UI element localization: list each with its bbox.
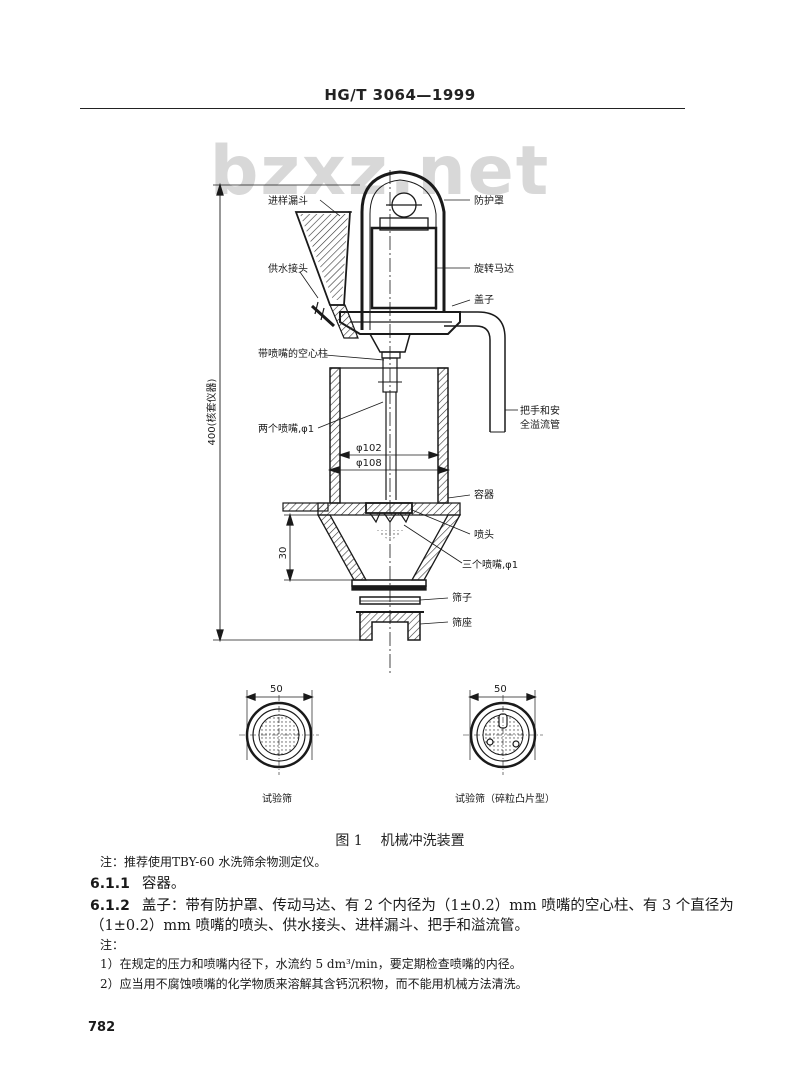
label-dim-50-left: 50	[270, 684, 283, 695]
section-text: 容器。	[141, 876, 186, 892]
label-water-joint: 供水接头	[268, 262, 308, 275]
label-lid: 盖子	[474, 293, 494, 306]
label-container: 容器	[474, 488, 494, 501]
washing-apparatus-diagram: 防护罩 进样漏斗 旋转马达 供水接头 盖子 带喷嘴的空心柱 把手和安 全溢流管 …	[205, 170, 560, 805]
standard-number: HG/T 3064—1999	[324, 86, 476, 104]
section-6-1-2-continued: （1±0.2）mm 喷嘴的喷头、供水接头、进样漏斗、把手和溢流管。	[90, 918, 530, 934]
spray-head	[365, 502, 413, 514]
hollow-column	[382, 357, 398, 393]
protective-cover	[360, 170, 446, 330]
label-handle-overflow-1: 把手和安	[520, 404, 560, 417]
section-number: 6.1.2	[90, 898, 130, 914]
water-joint	[310, 304, 336, 328]
notes-heading: 注：	[100, 938, 125, 952]
section-6-1-1: 6.1.1 容器。	[90, 872, 185, 893]
label-test-sieve: 试验筛	[262, 792, 292, 805]
label-three-nozzles: 三个喷嘴,φ1	[462, 559, 518, 571]
sieve-seat	[359, 611, 421, 641]
label-two-nozzles: 两个喷嘴,φ1	[258, 423, 314, 435]
label-protective-cover: 防护罩	[474, 194, 504, 207]
figure-caption: 图 1 机械冲洗装置	[0, 830, 800, 850]
watermark-logo: bzxz.net	[209, 132, 551, 211]
test-sieve-left	[239, 690, 319, 775]
section-6-1-2: 6.1.2 盖子：带有防护罩、传动马达、有 2 个内径为（1±0.2）mm 喷嘴的…	[90, 894, 734, 915]
note-item-2: 2）应当用不腐蚀喷嘴的化学物质来溶解其含钙沉积物，而不能用机械方法清洗。	[100, 977, 528, 991]
note-recommended-instrument: 注：推荐使用TBY-60 水洗筛余物测定仪。	[100, 855, 327, 869]
label-sample-funnel: 进样漏斗	[268, 194, 308, 207]
label-sieve-seat: 筛座	[452, 616, 472, 629]
rotating-motor	[370, 226, 438, 310]
label-sieve: 筛子	[452, 591, 472, 604]
label-rotating-motor: 旋转马达	[474, 262, 514, 275]
label-dia-inner: φ102	[356, 443, 382, 454]
label-handle-overflow-2: 全溢流管	[520, 418, 560, 431]
container-wall-right	[437, 367, 449, 504]
container-cone-right	[410, 514, 462, 581]
test-sieve-right	[463, 690, 543, 775]
container-cone-left	[316, 514, 368, 581]
label-dim-30: 30	[278, 547, 289, 560]
note-item-1: 1）在规定的压力和喷嘴内径下，水流约 5 dm³/min，要定期检查喷嘴的内径。	[100, 957, 522, 971]
label-test-sieve-alt: 试验筛（碎粒凸片型）	[455, 792, 555, 805]
container-wall-left	[329, 367, 341, 504]
lid	[339, 311, 461, 335]
label-dia-outer: φ108	[356, 458, 382, 469]
overflow-pipe	[444, 311, 506, 432]
label-height-note: 400(核套仪器)	[205, 378, 218, 445]
label-spray-head: 喷头	[474, 529, 494, 541]
section-number: 6.1.1	[90, 876, 130, 892]
page-number: 782	[88, 1020, 116, 1035]
sieve	[359, 596, 421, 605]
label-hollow-column: 带喷嘴的空心柱	[258, 347, 328, 360]
label-dim-50-right: 50	[494, 684, 507, 695]
header-rule	[80, 108, 685, 109]
section-text: 盖子：带有防护罩、传动马达、有 2 个内径为（1±0.2）mm 喷嘴的空心柱、有…	[141, 898, 734, 914]
figure-title: 机械冲洗装置	[380, 833, 465, 849]
figure-number: 图 1	[335, 833, 363, 849]
